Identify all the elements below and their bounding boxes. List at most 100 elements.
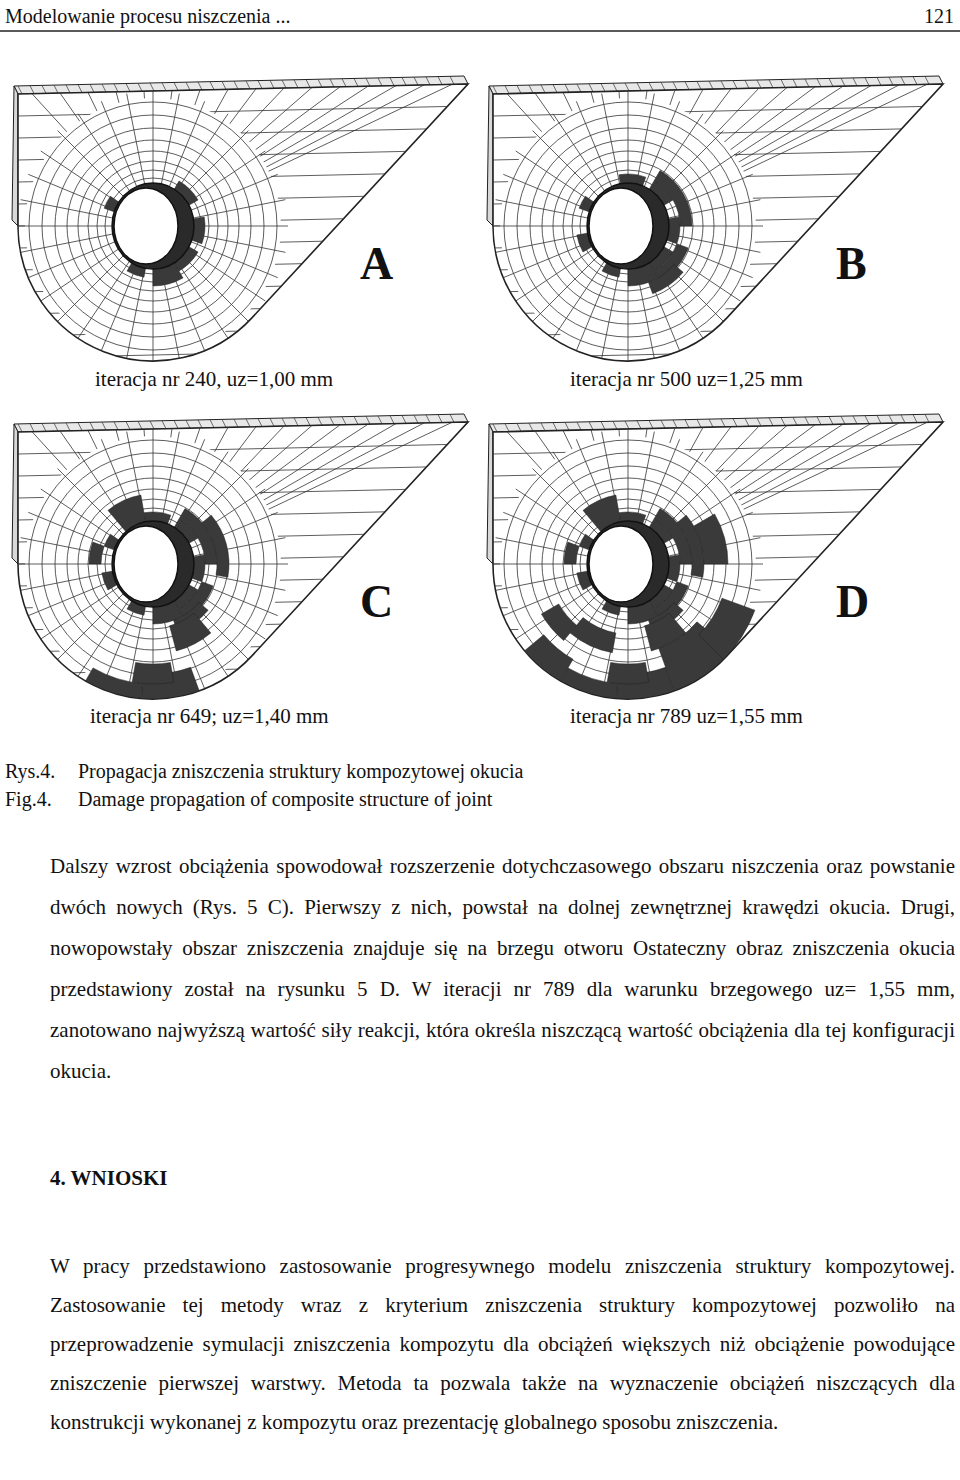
mesh-line xyxy=(282,418,286,426)
mesh-line xyxy=(889,415,893,423)
mesh-line xyxy=(649,420,653,428)
mesh-line xyxy=(330,79,334,87)
mesh-line xyxy=(793,79,797,87)
mesh-line xyxy=(198,82,202,90)
mesh-line xyxy=(628,422,927,564)
mesh-line xyxy=(493,424,497,432)
mesh-line xyxy=(505,86,509,94)
mesh-line xyxy=(42,423,46,431)
mesh-line xyxy=(270,80,274,88)
joint-mesh xyxy=(487,76,943,361)
mesh-line xyxy=(366,78,370,86)
mesh-line xyxy=(42,453,264,675)
hole-rim xyxy=(587,183,669,269)
mesh-line xyxy=(925,414,929,422)
mesh-line xyxy=(88,161,218,291)
damaged-element xyxy=(694,514,728,564)
mesh-line xyxy=(78,489,228,639)
mesh-line xyxy=(153,423,424,564)
mesh-line xyxy=(853,416,857,424)
mesh-grid xyxy=(493,422,943,696)
mesh-line xyxy=(294,418,298,426)
mesh-line xyxy=(697,81,701,89)
mesh-line xyxy=(709,419,713,427)
body-paragraph: W pracy przedstawiono zastosowanie progr… xyxy=(50,1247,955,1442)
mesh-line xyxy=(438,77,442,85)
mesh-line xyxy=(55,466,251,662)
panel-letter: D xyxy=(836,574,869,629)
mesh-line xyxy=(589,422,593,430)
mesh-line xyxy=(114,422,118,430)
mesh-line xyxy=(246,419,250,427)
mesh-line xyxy=(450,76,454,84)
mesh-line xyxy=(625,83,629,91)
mesh-radial xyxy=(493,91,763,361)
mesh-line xyxy=(877,77,881,85)
mesh-line xyxy=(505,424,509,432)
mesh-line xyxy=(553,85,557,93)
joint-outline xyxy=(493,84,943,361)
mesh-line xyxy=(577,422,581,430)
section-heading: 4. WNIOSKI xyxy=(50,1166,167,1191)
mesh-line xyxy=(162,83,166,91)
mesh-line xyxy=(685,82,689,90)
mesh-line xyxy=(721,81,725,89)
mesh-line xyxy=(517,423,521,431)
joint-mesh xyxy=(12,414,468,699)
figure-number: Fig.4. xyxy=(5,787,52,811)
mesh-line xyxy=(493,86,497,94)
hole xyxy=(114,526,178,602)
mesh-line xyxy=(114,84,118,92)
mesh-line xyxy=(270,418,274,426)
mesh-line xyxy=(565,422,569,430)
mesh-line xyxy=(530,128,726,324)
mesh-line xyxy=(210,82,214,90)
damaged-element xyxy=(89,542,104,564)
mesh-line xyxy=(865,416,869,424)
damaged-element xyxy=(202,515,229,577)
mesh-line xyxy=(817,417,821,425)
mesh-line xyxy=(781,80,785,88)
figure-caption: Damage propagation of composite structur… xyxy=(78,787,492,811)
mesh-line xyxy=(853,78,857,86)
mesh-line xyxy=(234,81,238,89)
mesh-line xyxy=(105,178,201,274)
mesh-line xyxy=(529,85,533,93)
mesh-line xyxy=(565,84,569,92)
mesh-line xyxy=(402,415,406,423)
mesh-line xyxy=(42,115,264,337)
mesh-line xyxy=(649,82,653,90)
mesh-line xyxy=(925,76,929,84)
mesh-line xyxy=(628,85,899,226)
mesh-line xyxy=(342,417,346,425)
mesh-line xyxy=(769,418,773,426)
mesh-line xyxy=(102,84,106,92)
mesh-line xyxy=(829,78,833,86)
mesh-line xyxy=(637,421,641,429)
mesh-line xyxy=(542,140,714,312)
mesh-line xyxy=(78,151,228,301)
mesh-line xyxy=(493,304,943,314)
mesh-line xyxy=(793,417,797,425)
mesh-line xyxy=(18,216,468,226)
joint-outline xyxy=(18,84,468,361)
mesh-line xyxy=(153,84,452,226)
mesh-line xyxy=(661,82,665,90)
mesh-line xyxy=(18,554,468,564)
mesh-line xyxy=(493,194,943,204)
mesh-line xyxy=(378,416,382,424)
mesh-line xyxy=(126,422,130,430)
hole-rim xyxy=(112,183,194,269)
mesh-line xyxy=(745,80,749,88)
mesh-line xyxy=(553,151,703,301)
mesh-line xyxy=(493,216,943,226)
hole xyxy=(589,526,653,602)
mesh-line xyxy=(222,419,226,427)
mesh-line xyxy=(174,82,178,90)
mesh-line xyxy=(174,420,178,428)
mesh-line xyxy=(258,81,262,89)
mesh-line xyxy=(913,77,917,85)
hole-rim xyxy=(112,521,194,607)
mesh-line xyxy=(138,421,142,429)
mesh-radial xyxy=(493,429,763,699)
